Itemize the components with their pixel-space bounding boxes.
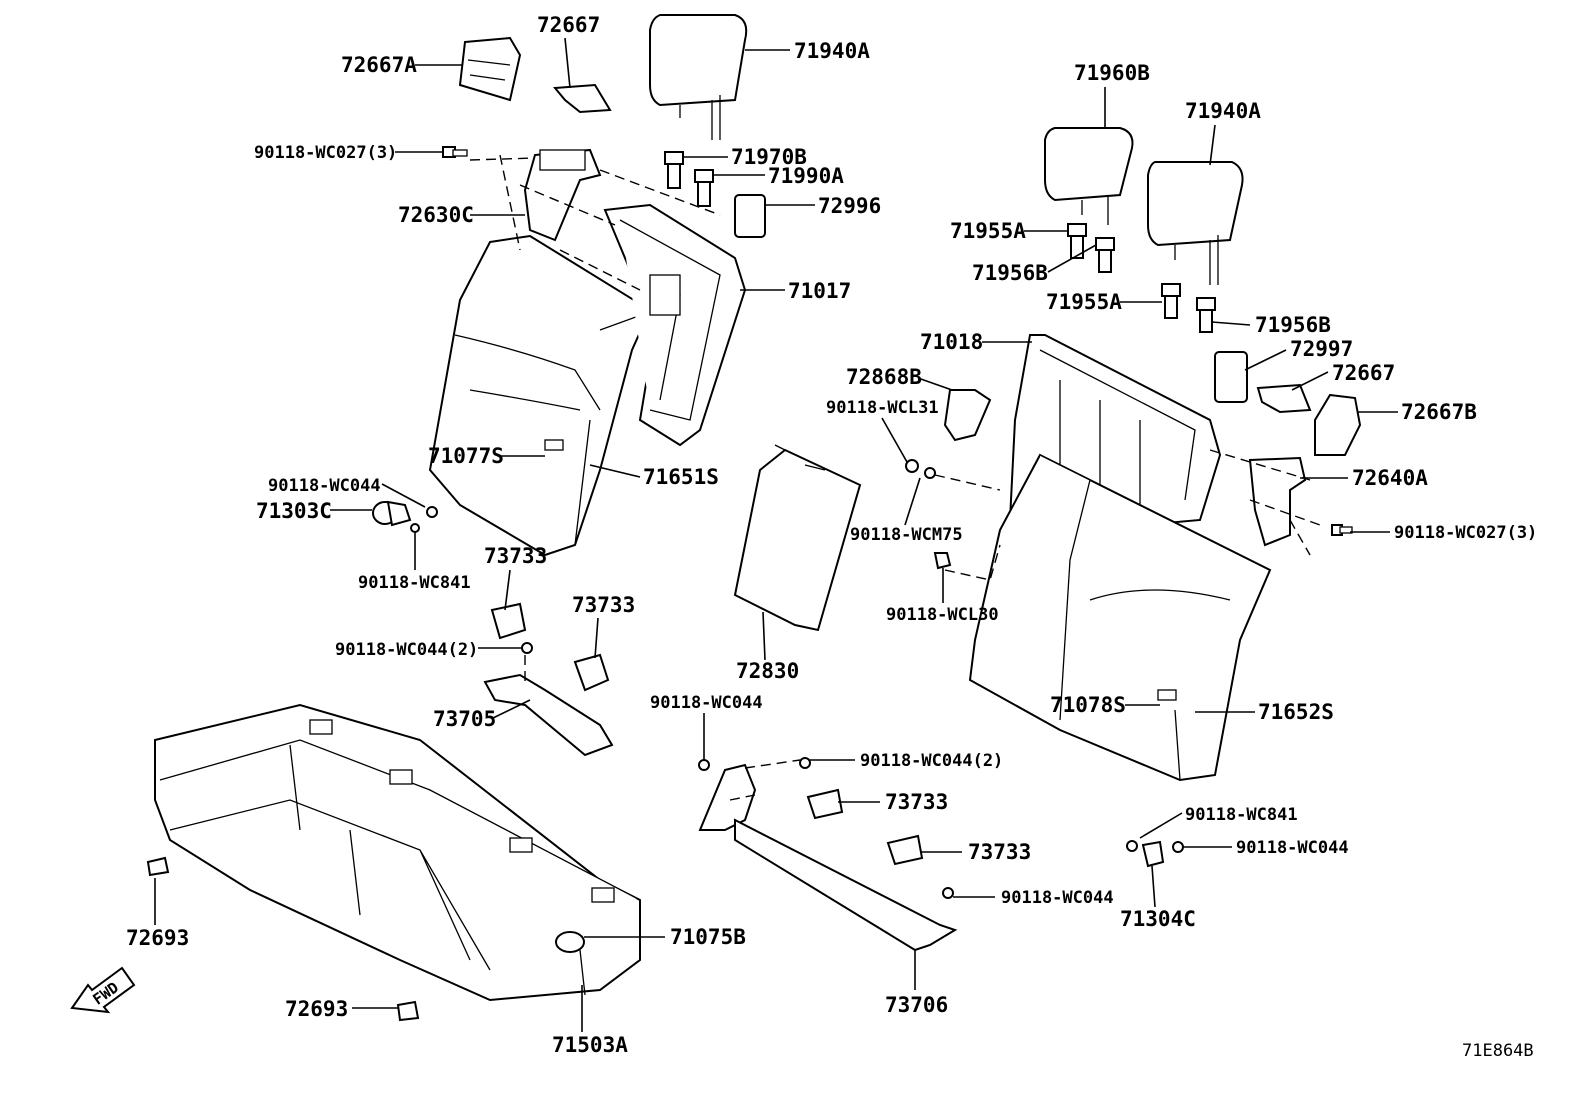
dashed-guide-lines (469, 154, 1321, 801)
label-90118-wc044-c: 90118-WC044 (1001, 888, 1114, 908)
label-71956b-a: 71956B (972, 261, 1048, 285)
label-71956b-b: 71956B (1255, 313, 1331, 337)
label-73705: 73705 (433, 707, 496, 731)
cover-72667b (1314, 393, 1362, 456)
latch-cover-72997 (1214, 351, 1248, 403)
label-71955a-a: 71955A (950, 219, 1026, 243)
nut-90118-wcl30 (933, 552, 952, 570)
label-71970b: 71970B (731, 145, 807, 169)
guide-71955a-b (1161, 283, 1181, 319)
clip-72693-b (396, 1000, 420, 1022)
label-72667a-left: 72667A (341, 53, 417, 77)
label-72667-left: 72667 (537, 13, 600, 37)
cover-72667a (458, 36, 522, 102)
bracket-72868b (943, 389, 992, 442)
right-seatback-cover (968, 453, 1272, 782)
washer-90118-wcm75 (924, 467, 936, 479)
label-71078s: 71078S (1050, 693, 1126, 717)
label-73706: 73706 (885, 993, 948, 1017)
hinge-rod-73705 (483, 642, 614, 757)
label-90118-wcl31: 90118-WCL31 (826, 398, 939, 418)
label-73733-a: 73733 (484, 544, 547, 568)
label-73733-b: 73733 (572, 593, 635, 617)
label-73733-d: 73733 (968, 840, 1031, 864)
hinge-72640a (1248, 456, 1307, 547)
label-72996: 72996 (818, 194, 881, 218)
left-seatback-frame (603, 203, 747, 447)
guide-71955a-a (1067, 223, 1087, 259)
pad-73733-d (886, 834, 924, 866)
label-71018: 71018 (920, 330, 983, 354)
label-90118-wc027-left: 90118-WC027(3) (254, 143, 397, 163)
bolt-90118-wcl31 (905, 459, 919, 473)
label-72640a: 72640A (1352, 466, 1428, 490)
label-90118-wc044-2b: 90118-WC044(2) (860, 751, 1003, 771)
seat-cushion-71503a (154, 703, 641, 1002)
headrest-left-71940a (649, 14, 748, 140)
label-71940a-left: 71940A (794, 39, 870, 63)
diagram-reference-code: 71E864B (1462, 1041, 1534, 1061)
label-90118-wcm75: 90118-WCM75 (850, 525, 963, 545)
headrest-guide-71970b (664, 151, 684, 189)
left-seatback-cover (428, 234, 656, 557)
hinge-72630c (523, 148, 602, 242)
bolt-90118-wc027-left (442, 146, 468, 158)
label-73733-c: 73733 (885, 790, 948, 814)
label-71303c: 71303C (256, 499, 332, 523)
label-71503a: 71503A (552, 1033, 628, 1057)
label-71651s: 71651S (643, 465, 719, 489)
label-71940a-right: 71940A (1185, 99, 1261, 123)
label-90118-wc044-b: 90118-WC044 (650, 693, 763, 713)
armrest-72830 (733, 444, 862, 632)
label-71075b: 71075B (670, 925, 746, 949)
label-90118-wcl30: 90118-WCL30 (886, 605, 999, 625)
pad-73733-a (490, 602, 527, 640)
latch-cover-72996 (734, 194, 766, 238)
label-72630c: 72630C (398, 203, 474, 227)
label-72693-a: 72693 (126, 926, 189, 950)
leader-lines (154, 37, 1398, 1032)
bolt-90118-wc027-right (1331, 524, 1353, 536)
part-labels: 72667A 72667 71940A 90118-WC027(3) 71970… (89, 13, 1537, 1061)
fwd-arrow-icon (70, 966, 136, 1014)
label-90118-wc044-d: 90118-WC044 (1236, 838, 1349, 858)
bracket-72667-right (1256, 383, 1312, 414)
headrest-guide-71990a (694, 169, 714, 207)
guide-71956b-a (1095, 237, 1115, 273)
label-90118-wc027-right: 90118-WC027(3) (1394, 523, 1537, 543)
label-72997: 72997 (1290, 337, 1353, 361)
guide-71956b-b (1196, 297, 1216, 333)
label-72693-b: 72693 (285, 997, 348, 1021)
label-71990a: 71990A (768, 164, 844, 188)
label-71960b: 71960B (1074, 61, 1150, 85)
label-90118-wc044-2a: 90118-WC044(2) (335, 640, 478, 660)
label-72667-right: 72667 (1332, 361, 1395, 385)
label-71017: 71017 (788, 279, 851, 303)
clip-72693-a (146, 856, 170, 877)
label-72868b: 72868B (846, 365, 922, 389)
headrest-right-71940a (1147, 161, 1244, 285)
label-90118-wc044-a: 90118-WC044 (268, 476, 381, 496)
label-71652s: 71652S (1258, 700, 1334, 724)
label-71304c: 71304C (1120, 907, 1196, 931)
pad-73733-c (806, 788, 844, 820)
bushing-71304c (1126, 840, 1184, 868)
bushing-71303c (372, 500, 438, 533)
label-90118-wc841-b: 90118-WC841 (1185, 805, 1298, 825)
headrest-right-71960b (1044, 127, 1134, 225)
label-90118-wc841-a: 90118-WC841 (358, 573, 471, 593)
center-bracket-73706 (698, 757, 958, 952)
label-71077s: 71077S (428, 444, 504, 468)
label-72830: 72830 (736, 659, 799, 683)
label-72667b: 72667B (1401, 400, 1477, 424)
pad-73733-b (573, 653, 610, 692)
bracket-72667-left (552, 83, 612, 114)
label-71955a-b: 71955A (1046, 290, 1122, 314)
